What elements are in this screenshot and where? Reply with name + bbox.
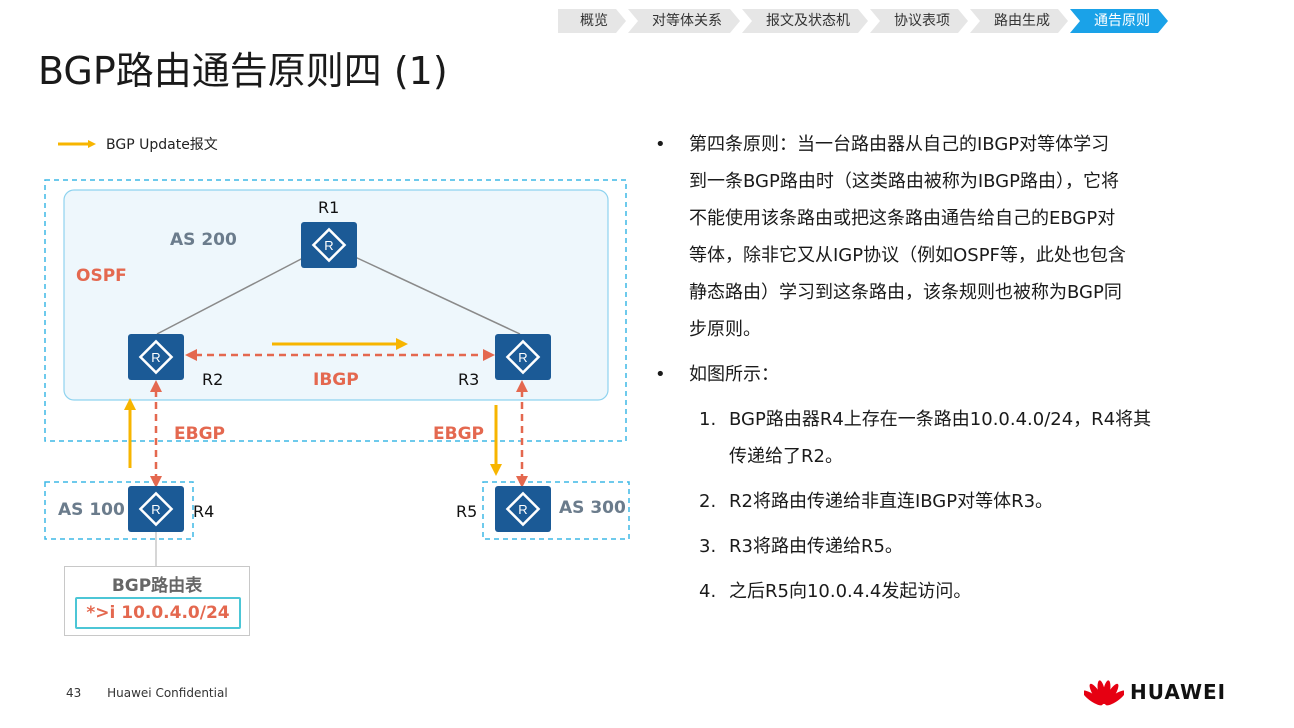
- step-number: 1.: [699, 409, 717, 430]
- step-number: 4.: [699, 581, 717, 602]
- page-title: BGP路由通告原则四 (1): [38, 49, 448, 93]
- bullet-dot: •: [655, 134, 666, 155]
- link-r1-r2: [156, 256, 306, 335]
- step-item: 1. BGP路由器R4上存在一条路由10.0.4.0/24，R4将其 传递给了R…: [655, 401, 1245, 475]
- ibgp-label: IBGP: [313, 370, 359, 390]
- as200-boundary: [44, 179, 627, 442]
- principle-bullet: • 第四条原则：当一台路由器从自己的IBGP对等体学习 到一条BGP路由时（这类…: [655, 126, 1245, 348]
- text-line: 到一条BGP路由时（这类路由被称为IBGP路由），它将: [689, 171, 1119, 192]
- text-line: 如图所示：: [689, 364, 779, 385]
- svg-text:R: R: [151, 350, 160, 365]
- svg-text:R: R: [151, 502, 160, 517]
- router-r3: R: [495, 334, 551, 380]
- svg-text:R: R: [518, 502, 527, 517]
- page-number: 43: [66, 686, 82, 700]
- ospf-label: OSPF: [76, 266, 127, 286]
- example-bullet: • 如图所示：: [655, 356, 1245, 393]
- router-icon: R: [505, 339, 541, 375]
- bullet-dot: •: [655, 364, 666, 385]
- logo-text: HUAWEI: [1130, 680, 1227, 704]
- step-item: 2. R2将路由传递给非直连IBGP对等体R3。: [655, 483, 1245, 520]
- network-diagram: [44, 179, 630, 566]
- huawei-petal-icon: [1084, 680, 1124, 706]
- text-line: 第四条原则：当一台路由器从自己的IBGP对等体学习: [689, 134, 1110, 155]
- footer: 43 Huawei Confidential: [66, 686, 250, 700]
- ospf-area: [63, 189, 609, 401]
- router-icon: R: [311, 227, 347, 263]
- text-line: R3将路由传递给R5。: [729, 536, 903, 557]
- diagram-legend: BGP Update报文: [58, 134, 218, 154]
- nav-tab-protocol-tables[interactable]: 协议表项: [870, 9, 968, 33]
- text-line: 步原则。: [689, 319, 761, 340]
- bgp-route-table: BGP路由表 *>i 10.0.4.0/24: [64, 566, 250, 636]
- ebgp-label-right: EBGP: [433, 424, 484, 444]
- text-line: 之后R5向10.0.4.4发起访问。: [729, 581, 972, 602]
- text-line: 静态路由）学习到这条路由，该条规则也被称为BGP同: [689, 282, 1122, 303]
- router-label-r5: R5: [456, 502, 478, 521]
- router-r2: R: [128, 334, 184, 380]
- router-label-r3: R3: [458, 370, 480, 389]
- legend-label: BGP Update报文: [106, 137, 218, 153]
- explanation-text: • 第四条原则：当一台路由器从自己的IBGP对等体学习 到一条BGP路由时（这类…: [655, 126, 1245, 610]
- link-r1-r3: [354, 256, 521, 335]
- router-r1: R: [301, 222, 357, 268]
- as300-boundary: [482, 481, 630, 540]
- nav-tab-overview[interactable]: 概览: [558, 9, 626, 33]
- confidential-label: Huawei Confidential: [107, 686, 228, 700]
- nav-tab-advertisement-principles[interactable]: 通告原则: [1070, 9, 1168, 33]
- text-line: 不能使用该条路由或把这条路由通告给自己的EBGP对: [689, 208, 1116, 229]
- nav-tab-peer-relations[interactable]: 对等体关系: [628, 9, 740, 33]
- text-line: BGP路由器R4上存在一条路由10.0.4.0/24，R4将其: [729, 409, 1152, 430]
- ebgp-label-left: EBGP: [174, 424, 225, 444]
- svg-text:R: R: [518, 350, 527, 365]
- router-label-r1: R1: [318, 198, 340, 217]
- router-icon: R: [505, 491, 541, 527]
- router-r4: R: [128, 486, 184, 532]
- step-item: 3. R3将路由传递给R5。: [655, 528, 1245, 565]
- update-arrow-icon: [58, 140, 96, 148]
- as100-boundary: [44, 481, 194, 540]
- section-nav: 概览 对等体关系 报文及状态机 协议表项 路由生成 通告原则: [558, 9, 1170, 33]
- step-item: 4. 之后R5向10.0.4.4发起访问。: [655, 573, 1245, 610]
- router-r5: R: [495, 486, 551, 532]
- router-icon: R: [138, 339, 174, 375]
- route-table-title: BGP路由表: [111, 576, 203, 596]
- nav-tab-route-generation[interactable]: 路由生成: [970, 9, 1068, 33]
- route-table-entry: *>i 10.0.4.0/24: [75, 597, 241, 629]
- as300-label: AS 300: [559, 498, 626, 518]
- as200-label: AS 200: [170, 230, 237, 250]
- router-icon: R: [138, 491, 174, 527]
- step-number: 2.: [699, 491, 717, 512]
- router-label-r2: R2: [202, 370, 224, 389]
- text-line: 等体，除非它又从IGP协议（例如OSPF等，此处也包含: [689, 245, 1126, 266]
- as100-label: AS 100: [58, 500, 125, 520]
- nav-tab-messages-states[interactable]: 报文及状态机: [742, 9, 868, 33]
- svg-text:R: R: [324, 238, 333, 253]
- router-label-r4: R4: [193, 502, 215, 521]
- step-number: 3.: [699, 536, 717, 557]
- text-line: R2将路由传递给非直连IBGP对等体R3。: [729, 491, 1054, 512]
- text-line: 传递给了R2。: [729, 446, 843, 467]
- huawei-logo: HUAWEI: [1084, 676, 1226, 708]
